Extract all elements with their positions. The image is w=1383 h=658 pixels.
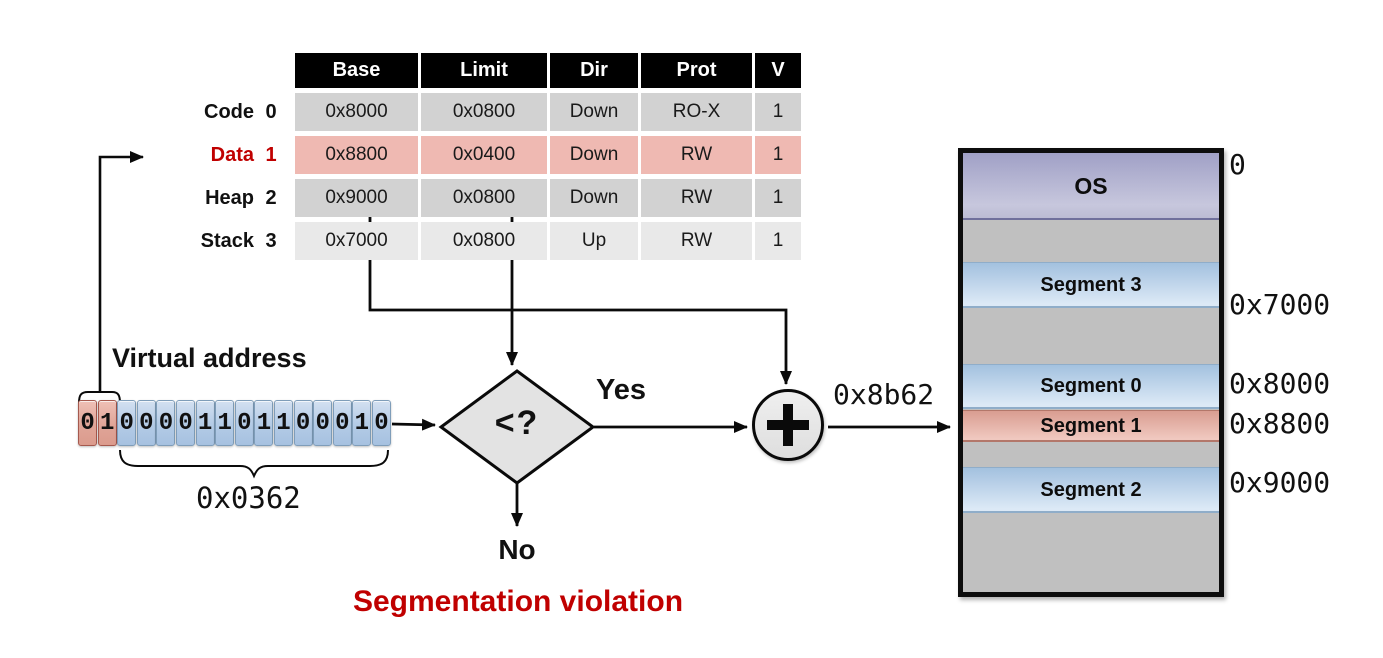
cell-data-limit: 0x0400 <box>421 136 547 174</box>
cell-data-valid: 1 <box>755 136 801 174</box>
memory-band-segment0: Segment 0 <box>963 364 1219 409</box>
row-label-code-name: Code <box>204 100 254 123</box>
memory-address-0x7000: 0x7000 <box>1229 288 1331 321</box>
memory-band-segment2: Segment 2 <box>963 467 1219 513</box>
row-label-heap: Heap 2 <box>90 179 288 217</box>
cell-stack-base: 0x7000 <box>295 222 418 260</box>
cell-stack-dir: Up <box>550 222 638 260</box>
row-label-heap-name: Heap <box>205 186 254 209</box>
cell-data-dir: Down <box>550 136 638 174</box>
row-label-data: Data 1 <box>90 136 288 174</box>
row-label-data-index: 1 <box>265 143 277 166</box>
bit-cell-offset: 0 <box>313 400 333 446</box>
cell-heap-valid: 1 <box>755 179 801 217</box>
cell-code-prot: RO-X <box>641 93 752 131</box>
memory-band-os: OS <box>963 153 1219 220</box>
bit-cell-offset: 1 <box>273 400 294 446</box>
bit-cell-segment: 0 <box>78 400 98 446</box>
bounds-check-symbol: <? <box>494 404 540 442</box>
bit-cell-offset: 0 <box>156 400 176 446</box>
cell-code-base: 0x8000 <box>295 93 418 131</box>
col-header-prot: Prot <box>641 53 752 88</box>
col-header-base: Base <box>295 53 418 88</box>
row-label-code: Code 0 <box>90 93 288 131</box>
cell-code-valid: 1 <box>755 93 801 131</box>
bit-cell-offset: 0 <box>136 400 156 446</box>
memory-address-0: 0 <box>1229 148 1246 181</box>
bit-cell-segment: 1 <box>97 400 117 446</box>
memory-band-segment1: Segment 1 <box>963 410 1219 442</box>
adder-circle <box>752 389 824 461</box>
cell-code-limit: 0x0800 <box>421 93 547 131</box>
row-label-heap-index: 2 <box>265 186 277 209</box>
cell-code-dir: Down <box>550 93 638 131</box>
bit-cell-offset: 0 <box>332 400 352 446</box>
cell-heap-base: 0x9000 <box>295 179 418 217</box>
memory-band-segment3: Segment 3 <box>963 262 1219 308</box>
physical-address-label: 0x8b62 <box>833 378 935 411</box>
col-header-dir: Dir <box>550 53 638 88</box>
col-header-limit: Limit <box>421 53 547 88</box>
bit-cell-offset: 0 <box>293 400 313 446</box>
cell-data-prot: RW <box>641 136 752 174</box>
cell-stack-prot: RW <box>641 222 752 260</box>
offset-brace <box>119 449 389 479</box>
segment-table-row-labels: Code 0 Data 1 Heap 2 Stack 3 <box>90 93 288 265</box>
cell-stack-valid: 1 <box>755 222 801 260</box>
bit-cell-offset: 0 <box>117 400 137 446</box>
bit-cell-offset: 0 <box>175 400 196 446</box>
row-label-stack: Stack 3 <box>90 222 288 260</box>
memory-address-0x9000: 0x9000 <box>1229 466 1331 499</box>
virtual-address-label: Virtual address <box>112 343 307 373</box>
segment-table: Base Limit Dir Prot V 0x8000 0x0800 Down… <box>295 53 801 260</box>
memory-address-0x8000: 0x8000 <box>1229 367 1331 400</box>
bit-cell-offset: 0 <box>234 400 254 446</box>
yes-label: Yes <box>596 374 646 406</box>
bit-cell-offset: 0 <box>371 400 391 446</box>
bit-cell-offset: 1 <box>352 400 372 446</box>
bit-cell-offset: 1 <box>254 400 274 446</box>
arrow-offset-to-check <box>391 418 436 431</box>
row-label-data-name: Data <box>210 143 254 166</box>
memory-address-0x8800: 0x8800 <box>1229 407 1331 440</box>
cell-heap-limit: 0x0800 <box>421 179 547 217</box>
no-label: No <box>498 534 536 565</box>
row-label-code-index: 0 <box>265 100 277 123</box>
offset-hex-label: 0x0362 <box>196 481 301 515</box>
bit-cell-offset: 1 <box>195 400 215 446</box>
cell-heap-prot: RW <box>641 179 752 217</box>
row-label-stack-name: Stack <box>200 229 254 252</box>
plus-icon <box>783 404 793 446</box>
row-label-stack-index: 3 <box>265 229 277 252</box>
cell-stack-limit: 0x0800 <box>421 222 547 260</box>
segmentation-violation-label: Segmentation violation <box>352 585 684 618</box>
physical-memory-map: OS Segment 3 Segment 0 Segment 1 Segment… <box>958 148 1224 597</box>
cell-heap-dir: Down <box>550 179 638 217</box>
virtual-address-bits: 0 1 0 0 0 0 1 1 0 1 1 0 0 0 1 0 <box>78 400 392 446</box>
cell-data-base: 0x8800 <box>295 136 418 174</box>
bit-cell-offset: 1 <box>215 400 235 446</box>
col-header-v: V <box>755 53 801 88</box>
